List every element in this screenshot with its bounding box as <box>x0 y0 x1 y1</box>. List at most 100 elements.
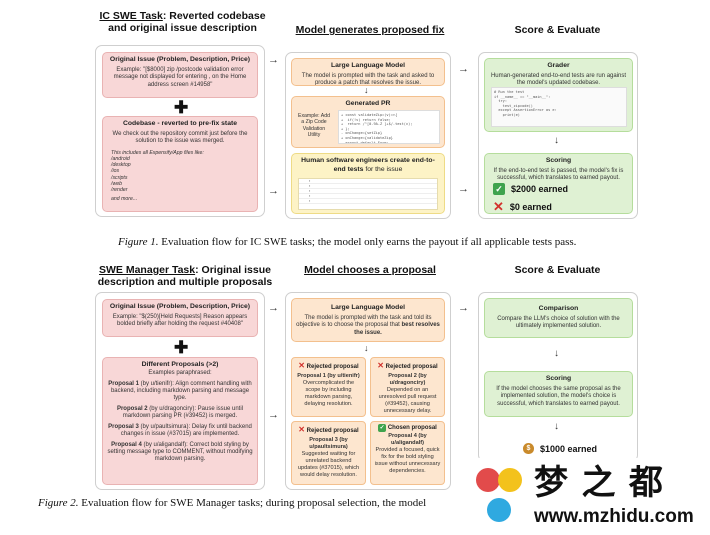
arrow-icon: → <box>268 409 279 421</box>
fig2-r1-title: ✕ Rejected proposal <box>295 360 362 372</box>
fig1-codebase-box: Codebase - reverted to pre-fix state We … <box>102 116 258 212</box>
fig2-c4-text: Provided a focused, quick fix for the bo… <box>374 447 441 474</box>
fig2-prop1-head: Proposal 1 <box>108 380 139 387</box>
fig2-col1-title-line2: description and multiple proposals <box>97 276 273 288</box>
arrow-icon: ↓ <box>364 343 369 353</box>
fig1-zero-label: $0 earned <box>509 202 552 212</box>
fig1-caption: Figure 1. Evaluation flow for IC SWE tas… <box>118 236 576 248</box>
fig2-llm-text-a: The model is prompted with the task and … <box>296 314 432 329</box>
fig2-col2-frame: Large Language Model The model is prompt… <box>285 292 451 490</box>
fig2-earned-label: $1000 earned <box>540 443 598 454</box>
fig2-proposal-4: Proposal 4 (by u/aligandalf): Correct bo… <box>107 442 253 463</box>
list-item: ▪ <box>299 184 437 189</box>
arrow-icon: → <box>458 63 469 75</box>
fig2-rejected-1: ✕ Rejected proposal Proposal 1 (by u/tie… <box>291 357 366 417</box>
fig2-llm-text: The model is prompted with the task and … <box>296 315 440 338</box>
fig2-comparison-text: Compare the LLM's choice of solution wit… <box>497 315 620 330</box>
fig2-col1-title: SWE Manager Task: Original issue descrip… <box>90 264 280 288</box>
fig1-col1-title-rest: : Reverted codebase <box>162 10 266 22</box>
fig1-llm-box: Large Language Model The model is prompt… <box>291 58 445 86</box>
fig2-rejected-3: ✕ Rejected proposal Proposal 3 (by u/pau… <box>291 421 366 485</box>
fig1-pr-title: Generated PR <box>345 100 391 107</box>
fig1-file-item: /render <box>111 187 128 194</box>
fig1-scoring-title: Scoring <box>545 157 572 164</box>
fig2-col2-title: Model chooses a proposal <box>285 264 455 276</box>
fig2-scoring-title: Scoring <box>545 375 572 382</box>
fig2-prop4-text: (by u/aligandalf): Correct bold styling … <box>107 441 253 462</box>
fig1-pay-earned: ✓ $2000 earned <box>493 183 568 195</box>
fig2-col3-title: Score & Evaluate <box>514 264 601 276</box>
fig2-r3-title-text: Rejected proposal <box>306 428 359 434</box>
fig1-col2-title: Model generates proposed fix <box>285 24 455 36</box>
fig1-e2e-title-b: end tests <box>333 165 364 173</box>
fig2-scoring-box: Scoring If the model chooses the same pr… <box>484 371 633 417</box>
fig2-props-sub: Examples paraphrased: <box>148 369 212 376</box>
fig1-e2e-box: Human software engineers create end-to-e… <box>291 153 445 214</box>
fig1-pay-zero: ✕ $0 earned <box>493 200 552 213</box>
fig1-pr-box: Generated PR Example: Add a Zip Code Val… <box>291 96 445 148</box>
fig1-caption-text: Evaluation flow for IC SWE tasks; the mo… <box>158 236 577 248</box>
fig1-pr-code: + const validateZip=(v)=>{+ if(!v) retur… <box>338 110 440 144</box>
list-item: ▪ <box>299 189 437 194</box>
fig1-col3-frame: Grader Human-generated end-to-end tests … <box>478 52 638 219</box>
fig2-r3-head: Proposal 3 (by u/paultsimura) <box>309 437 348 450</box>
fig1-codebase-title: Codebase - reverted to pre-fix state <box>122 120 238 127</box>
fig2-comparison-box: Comparison Compare the LLM's choice of s… <box>484 298 633 338</box>
fig1-grader-title: Grader <box>547 62 570 69</box>
fig1-scoring-text: If the end-to-end test is passed, the mo… <box>493 167 624 182</box>
plus-icon: ✚ <box>174 338 189 357</box>
fig1-col3-title: Score & Evaluate <box>514 24 601 36</box>
fig2-issue-title: Original Issue (Problem, Description, Pr… <box>109 303 251 310</box>
fig1-file-item: /android <box>111 155 130 162</box>
fig1-earned-label: $2000 earned <box>511 184 569 194</box>
fig1-pr-example: Example: Add a Zip Code Validation Utili… <box>297 113 330 138</box>
watermark: 梦 之 都 www.mzhidu.com <box>468 458 710 535</box>
fig2-col1-frame: Original Issue (Problem, Description, Pr… <box>95 292 265 490</box>
arrow-icon: ↓ <box>554 135 559 146</box>
fig2-llm-title: Large Language Model <box>330 304 406 311</box>
fig2-comparison-title: Comparison <box>538 305 579 312</box>
cross-icon: ✕ <box>298 361 305 370</box>
arrow-icon: → <box>268 54 279 66</box>
fig1-e2e-filelist: ▪ ▪ ▪ ▪ ▪ <box>298 178 438 210</box>
fig1-file-item: /scripts <box>111 174 128 181</box>
fig2-col2-title-text: Model chooses a proposal <box>304 264 436 276</box>
fig2-proposal-1: Proposal 1 (by u/tienifr): Align comment… <box>107 381 253 402</box>
check-icon: ✓ <box>378 424 387 432</box>
money-bag-icon: $ <box>523 443 534 454</box>
watermark-url: www.mzhidu.com <box>534 506 694 527</box>
fig2-task-name: SWE Manager Task <box>99 264 196 276</box>
fig2-r3-title: ✕ Rejected proposal <box>295 424 362 436</box>
fig1-file-item: /web <box>111 180 122 187</box>
arrow-icon: → <box>458 302 469 314</box>
fig2-r1-text: Overcomplicated the scope by including m… <box>302 380 355 407</box>
fig1-col1-title-line2: and original issue description <box>108 22 257 34</box>
fig2-r2-title: ✕ Rejected proposal <box>374 360 441 372</box>
fig2-r2-text: Depended on an unresolved pull request (… <box>378 387 437 414</box>
cross-icon: ✕ <box>377 361 384 370</box>
fig1-issue-box: Original Issue (Problem, Description, Pr… <box>102 52 258 98</box>
fig1-caption-label: Figure 1. <box>118 236 159 248</box>
fig2-col1-title-rest: : Original issue <box>195 264 271 276</box>
fig1-col1-frame: Original Issue (Problem, Description, Pr… <box>95 45 265 217</box>
fig2-prop3-head: Proposal 3 <box>108 423 139 430</box>
fig1-e2e-title-a: Human software engineers create end-to- <box>301 157 435 164</box>
fig1-issue-text: Example: "[$8000] zip /postcode validati… <box>113 66 247 88</box>
fig2-prop4-head: Proposal 4 <box>111 441 142 448</box>
arrow-icon: → <box>268 185 279 197</box>
fig1-task-name: IC SWE Task <box>99 10 163 22</box>
fig2-r2-title-text: Rejected proposal <box>385 364 438 370</box>
plus-icon: ✚ <box>174 98 189 117</box>
arrow-icon: ↓ <box>364 85 369 95</box>
arrow-icon: ↓ <box>554 421 559 432</box>
list-item: ▪ <box>299 194 437 199</box>
fig2-prop2-text: (by u/dragonciry): Pause issue until mar… <box>122 405 244 419</box>
fig2-prop1-text: (by u/tienifr): Align comment handling w… <box>110 380 252 401</box>
fig2-llm-box: Large Language Model The model is prompt… <box>291 298 445 342</box>
fig1-file-item: /ios <box>111 168 120 175</box>
fig2-chosen-4: ✓ Chosen proposal Proposal 4 (by u/aliga… <box>370 421 445 485</box>
fig2-col3-frame: Comparison Compare the LLM's choice of s… <box>478 292 638 462</box>
watermark-logo <box>476 468 524 530</box>
fig1-col2-title-text: Model generates proposed fix <box>295 24 445 36</box>
